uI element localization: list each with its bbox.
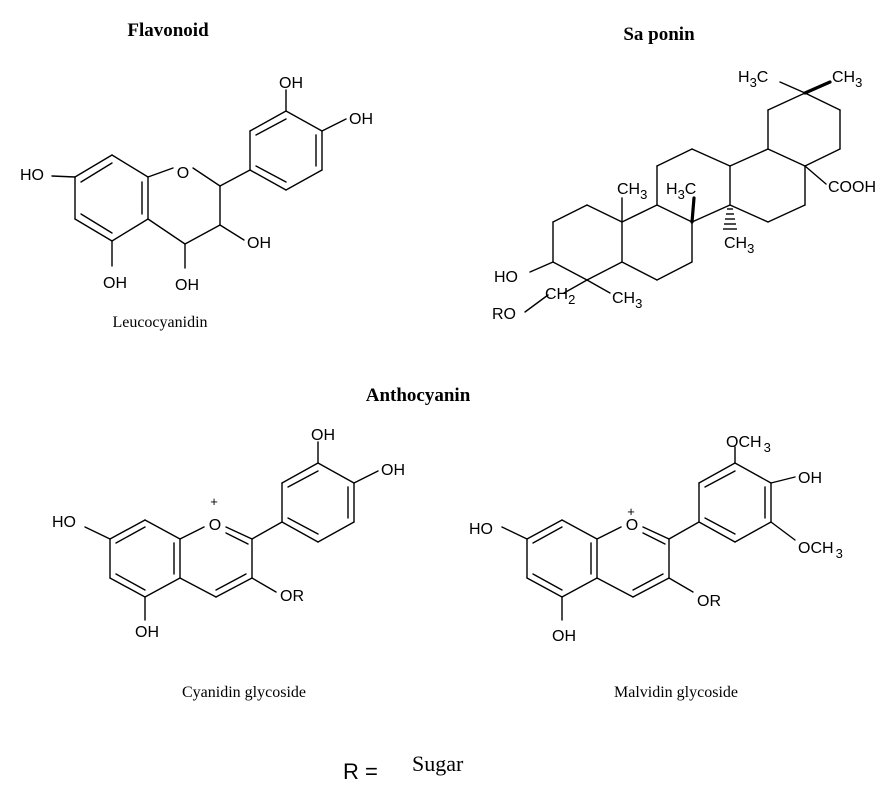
label-ring-oxygen: O bbox=[177, 165, 189, 182]
label-hydroxyl: OH bbox=[349, 111, 373, 128]
label-hydroxyl: HO bbox=[494, 269, 518, 286]
label-methyl: CH3 bbox=[832, 69, 862, 90]
label-hydroxyl: OH bbox=[381, 462, 405, 479]
label-oxonium: O bbox=[626, 517, 638, 534]
label-glycoside: OR bbox=[280, 588, 304, 605]
label-hydroxyl: HO bbox=[469, 521, 493, 538]
caption-cyanidin: Cyanidin glycoside bbox=[182, 684, 306, 701]
label-hydroxyl: HO bbox=[52, 514, 76, 531]
label-hydroxyl: OH bbox=[247, 235, 271, 252]
caption-leucocyanidin: Leucocyanidin bbox=[112, 314, 207, 331]
title-anthocyanin: Anthocyanin bbox=[366, 385, 471, 406]
label-hydroxyl: HO bbox=[20, 167, 44, 184]
hashed-wedge bbox=[723, 208, 737, 230]
label-hydroxyl: OH bbox=[311, 427, 335, 444]
label-positive-charge: + bbox=[210, 494, 218, 509]
saponin-structure: H3C CH3 COOH CH3 H3C CH3 HO CH2 CH3 RO bbox=[492, 69, 876, 323]
label-hydroxyl: OH bbox=[552, 628, 576, 645]
label-methyl: CH3 bbox=[612, 290, 642, 311]
legend-sugar: Sugar bbox=[412, 751, 464, 776]
label-hydroxyl: OH bbox=[798, 470, 822, 487]
legend-r-equals: R = bbox=[343, 759, 378, 784]
title-flavonoid: Flavonoid bbox=[127, 20, 209, 41]
label-methyl: CH3 bbox=[724, 235, 754, 256]
cyanidin-structure: O + HO OH OR OH OH bbox=[52, 427, 405, 641]
label-methyl: H3C bbox=[738, 69, 768, 90]
title-saponin: Sa ponin bbox=[623, 24, 695, 45]
label-carboxyl: COOH bbox=[828, 179, 876, 196]
label-glycoside: OR bbox=[697, 593, 721, 610]
label-hydroxyl: OH bbox=[279, 75, 303, 92]
leucocyanidin-structure: O HO OH OH OH OH OH bbox=[20, 75, 373, 294]
label-methyl: CH3 bbox=[617, 181, 647, 202]
label-hydroxyl: OH bbox=[135, 624, 159, 641]
label-hydroxyl: OH bbox=[175, 277, 199, 294]
label-hydroxyl: OH bbox=[103, 275, 127, 292]
label-ester: RO bbox=[492, 306, 516, 323]
label-positive-charge: + bbox=[627, 504, 635, 519]
label-oxonium: O bbox=[209, 517, 221, 534]
label-methyl: H3C bbox=[666, 181, 696, 202]
label-methylene: CH2 bbox=[545, 286, 575, 307]
caption-malvidin: Malvidin glycoside bbox=[614, 684, 738, 701]
